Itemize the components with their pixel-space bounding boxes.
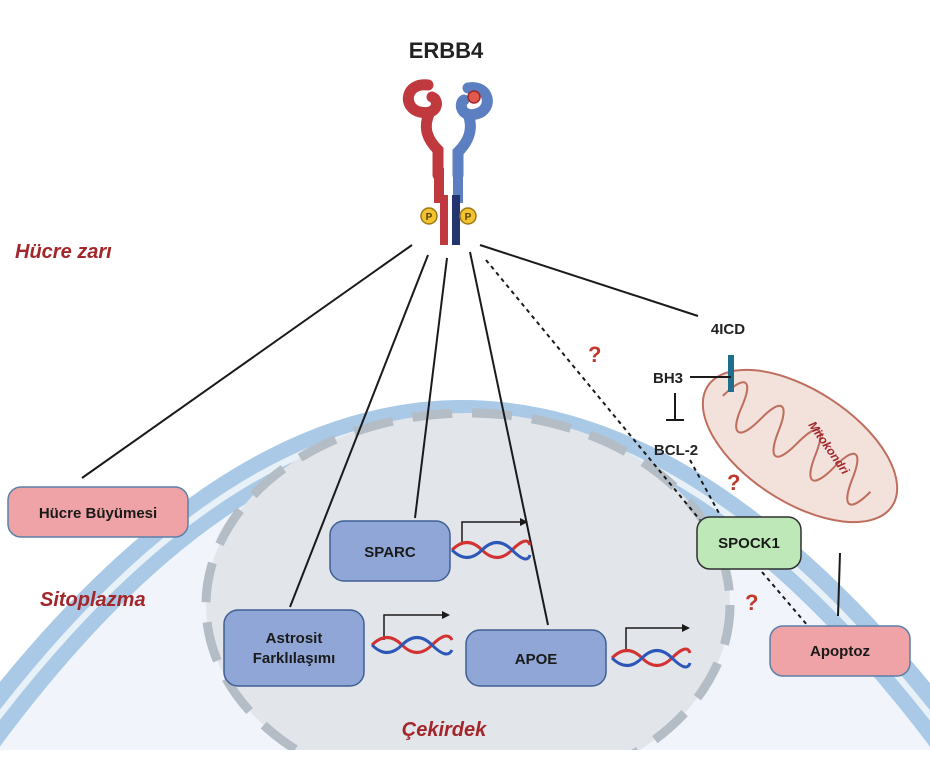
ligand — [467, 90, 481, 104]
question-mark-1: ? — [588, 342, 601, 367]
receptor-title: ERBB4 — [409, 38, 484, 63]
nucleus-label: Çekirdek — [402, 719, 487, 741]
sparc-gene-expression — [450, 518, 532, 561]
line-to-apoe — [469, 251, 549, 626]
apoe-gene-expression — [610, 624, 692, 669]
sparc-dna-blue — [450, 541, 532, 561]
astrocyte-label-line2: Farklılaşımı — [253, 650, 336, 667]
apoe-transcription-arrow — [625, 627, 682, 652]
mitochondria — [701, 368, 899, 524]
apoptosis-label: Apoptoz — [810, 643, 870, 660]
sparc-dna-red — [450, 539, 532, 559]
astrocyte-label-line1: Astrosit — [266, 630, 323, 647]
dashed-to-spock1 — [485, 259, 701, 521]
bcl2-label: BCL-2 — [654, 442, 698, 459]
question-mark-2: ? — [727, 470, 740, 495]
4icd-label: 4ICD — [711, 321, 745, 338]
apoe-dna-red — [610, 647, 692, 667]
line-to-cell-growth — [81, 244, 413, 479]
apoptosis-box: Apoptoz — [769, 625, 911, 677]
astrocyte-dna-blue — [370, 636, 454, 656]
apoe-label: APOE — [515, 651, 558, 668]
astrocyte-dna-red — [370, 634, 454, 654]
cell-growth-box: Hücre Büyümesi — [7, 486, 189, 538]
uncertain-lines — [485, 259, 809, 627]
cell-growth-label: Hücre Büyümesi — [39, 505, 157, 522]
dashed-spock1-to-apoptosis — [761, 571, 809, 627]
phospho-right-icon — [459, 207, 477, 225]
mitochondria-cristae — [722, 381, 872, 506]
astrocyte-box: Astrosit Farklılaşımı — [223, 609, 365, 687]
dashed-bcl2-to-spock1 — [689, 459, 721, 516]
astrocyte-transcription-arrow — [383, 614, 442, 640]
bh3-label: BH3 — [653, 370, 683, 387]
line-to-sparc — [414, 257, 448, 519]
line-mito-to-apoptosis — [837, 552, 841, 617]
spock1-box: SPOCK1 — [696, 516, 802, 570]
sparc-transcription-arrow — [461, 521, 520, 545]
nucleus-envelope — [201, 408, 735, 750]
apoe-box: APOE — [465, 629, 607, 687]
sparc-label: SPARC — [364, 544, 416, 561]
cytoplasm-label: Sitoplazma — [40, 589, 146, 611]
phospho-right-label: P — [465, 212, 472, 223]
erbb4-receptor: P P — [402, 79, 493, 245]
membrane-label: Hücre zarı — [15, 241, 112, 263]
astrocyte-gene-expression — [370, 611, 454, 656]
spock1-label: SPOCK1 — [718, 535, 780, 552]
signal-lines — [81, 244, 841, 626]
line-to-4icd — [479, 244, 699, 317]
phospho-left-icon — [420, 207, 438, 225]
line-to-astrocyte — [289, 254, 429, 608]
question-mark-3: ? — [745, 590, 758, 615]
sparc-box: SPARC — [329, 520, 451, 582]
apoe-dna-blue — [610, 649, 692, 669]
phospho-left-label: P — [426, 212, 433, 223]
